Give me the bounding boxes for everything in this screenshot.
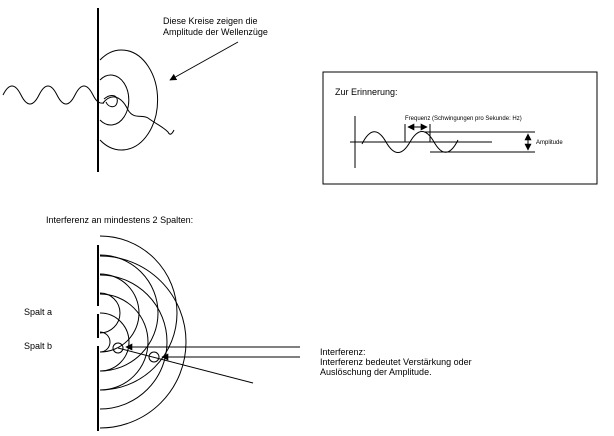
interference-note-line3: Auslöschung der Amplitude. <box>320 367 432 377</box>
amplitude-circle-inner <box>99 74 130 126</box>
frequency-label: Frequenz (Schwingungen pro Sekunde: Hz) <box>405 116 522 122</box>
double-slit-figure: Spalt a Spalt b Interferenz: Interferenz… <box>24 235 472 431</box>
circles-annotation-line2: Amplitude der Wellenzüge <box>163 27 268 37</box>
wavefronts-slit-b <box>99 255 187 429</box>
single-slit-figure: Diese Kreise zeigen die Amplitude der We… <box>2 8 268 172</box>
reminder-title: Zur Erinnerung: <box>335 87 398 97</box>
incoming-wave <box>2 85 105 105</box>
wave-loop <box>103 95 118 108</box>
slit-b-label: Spalt b <box>24 341 52 351</box>
circles-annotation-line1: Diese Kreise zeigen die <box>163 16 258 26</box>
interference-heading: Interferenz an mindestens 2 Spalten: <box>46 215 193 225</box>
amplitude-circle-outer <box>99 49 159 151</box>
slit-a-label: Spalt a <box>24 307 52 317</box>
reminder-sine-wave <box>361 131 459 153</box>
reminder-box: Zur Erinnerung: Frequenz (Schwingungen p… <box>322 71 598 185</box>
annotation-arrow <box>169 41 239 81</box>
interference-note-line1: Interferenz: <box>320 347 366 357</box>
reminder-frame <box>322 71 598 185</box>
amplitude-label: Amplitude <box>536 140 563 146</box>
interference-ray <box>117 347 254 384</box>
interference-note-line2: Interferenz bedeutet Verstärkung oder <box>320 357 472 367</box>
interference-point-far <box>148 351 160 363</box>
outgoing-wave-trace <box>102 96 175 135</box>
wavefronts-slit-a <box>99 235 178 391</box>
interference-point-near <box>112 342 124 354</box>
